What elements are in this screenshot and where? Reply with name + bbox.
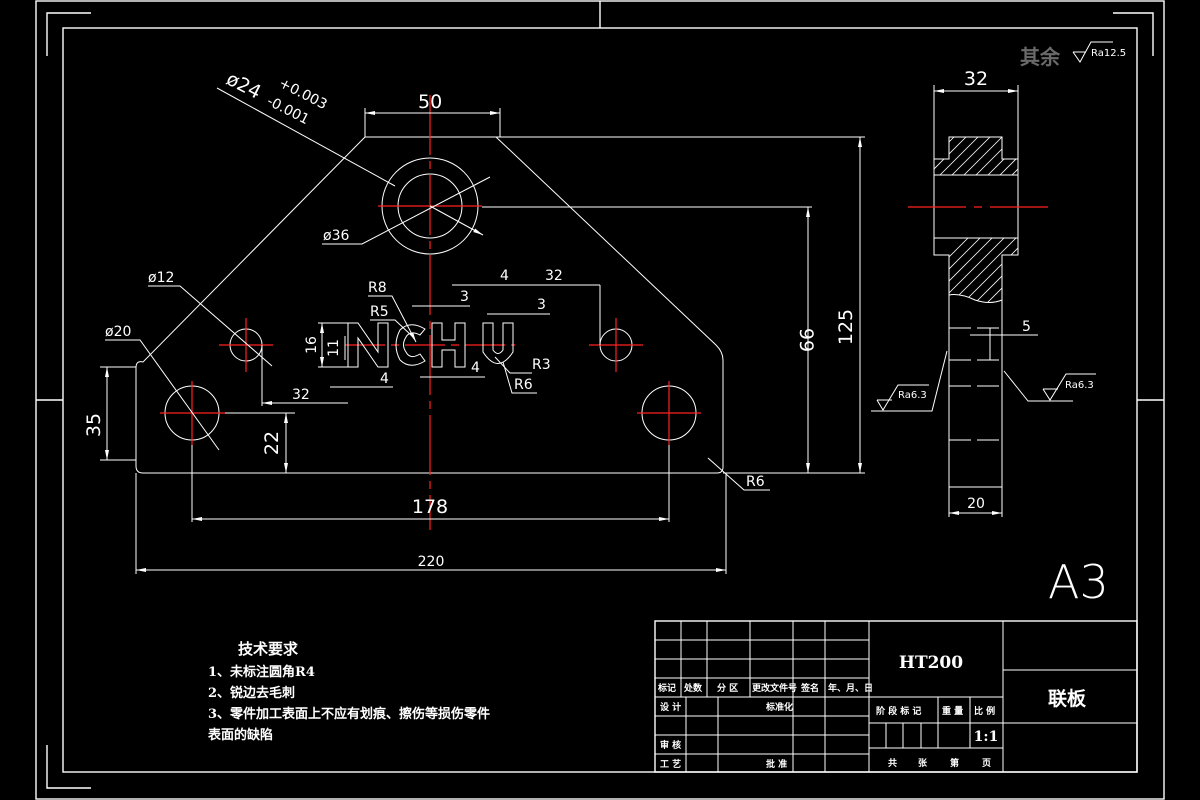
material: HT200: [899, 653, 963, 673]
section-bottom: [933, 237, 1019, 488]
dimension-label: Ra6.3: [898, 390, 927, 401]
dim-total-width: 220: [135, 473, 727, 574]
dimension-label: 工 艺: [660, 758, 681, 770]
dim-total-height: 125: [496, 136, 865, 474]
dimension-label: 设 计: [660, 701, 681, 713]
scale: 1:1: [974, 729, 999, 745]
sheet-frame: [35, 0, 1165, 800]
dimension-label: 22: [261, 431, 283, 455]
hatch-top: [934, 137, 1018, 175]
dimension-label: R6: [514, 377, 533, 393]
corner-mark-tl: [46, 12, 91, 56]
title-block: 标记 处数 分 区 更改文件号 签名 年、月、日 设 计 标准化 审 核 工 艺…: [654, 620, 1138, 773]
dimension-label: 处数: [683, 682, 703, 694]
finish-general-value: Ra12.5: [1091, 48, 1126, 59]
engraving-letters: [347, 322, 514, 368]
outer-border: [35, 0, 1165, 800]
dimension-label: R5: [370, 304, 389, 320]
dimension-label: 标记: [657, 682, 676, 694]
dim-small-hole: ø12: [148, 270, 273, 367]
dimension-label: 第: [950, 757, 959, 769]
dimension-label: ø36: [323, 228, 349, 244]
dimension-label: 张: [918, 757, 928, 769]
dimension-label: 3: [460, 289, 469, 305]
dim-center-height: 99: [482, 206, 817, 474]
dimension-label: 32: [545, 268, 563, 284]
dimension-label: ø24: [223, 68, 265, 104]
dimension-label: 35: [83, 413, 105, 437]
dimension-label: 4: [380, 371, 389, 387]
dim-hole-height: 22: [225, 412, 295, 473]
hatch-bottom: [934, 238, 1018, 303]
dimension-label: 阶 段 标 记: [876, 705, 921, 717]
dimension-label: 审 核: [660, 739, 681, 751]
front-view: 50 ø24 +0.003 -0.001 ø36 ø12 ø20: [83, 68, 865, 574]
dimension-label: 16: [304, 336, 320, 354]
dimension-label: 32: [292, 387, 310, 403]
corner-mark-bl: [46, 745, 91, 789]
dimension-label: 20: [967, 496, 985, 512]
dimension-label: 125: [835, 309, 857, 345]
dimension-label: 页: [982, 758, 991, 769]
letter-c: [395, 324, 426, 366]
tech-item: 2、锐边去毛刺: [208, 685, 295, 701]
dim-hole-offset: 32: [261, 345, 348, 406]
side-view: 32 5 20: [871, 68, 1096, 517]
finish-prefix: 其余: [1020, 45, 1061, 69]
dimension-label: 年、月、日: [828, 682, 873, 694]
dim-top-width: 50: [364, 91, 501, 137]
dimension-label: 批 准: [766, 758, 787, 770]
part-outline: [135, 136, 724, 474]
dimension-label: 4: [500, 268, 509, 284]
dim-boss-diameter: ø36: [322, 176, 491, 245]
sheet-size-label: A3: [1048, 555, 1109, 609]
dim-left-height: 35: [83, 366, 136, 461]
corner-mark-tr: [1113, 12, 1154, 56]
dimension-label: 更改文件号: [752, 682, 797, 694]
tech-title: 技术要求: [238, 640, 299, 658]
dimension-label: 5: [1022, 319, 1031, 335]
dimension-label: 11: [326, 339, 342, 357]
part-name: 联板: [1048, 687, 1087, 710]
tech-requirements: 技术要求 1、未标注圆角R4 2、锐边去毛刺 3、零件加工表面上不应有划痕、擦伤…: [207, 640, 490, 743]
dimension-label: 3: [537, 297, 546, 313]
dimension-label: Ra6.3: [1065, 380, 1094, 391]
tech-item: 1、未标注圆角R4: [208, 664, 315, 680]
dimension-label: R3: [532, 357, 551, 373]
dimension-label: 50: [418, 91, 442, 113]
dimension-label: 4: [471, 360, 480, 376]
letter-dimensions: R8 R5 R3 R6 16 11 4 4 4 32 3 3: [304, 268, 601, 394]
dim-hole-spacing: 178: [191, 445, 670, 522]
dimension-label: 重 量: [942, 705, 963, 717]
dimension-label: 32: [964, 68, 988, 90]
dimension-label: R6: [746, 474, 765, 490]
dimension-label: 标准化: [765, 701, 793, 713]
dimension-label: 220: [418, 554, 445, 570]
general-finish-note: 其余 Ra12.5: [1020, 41, 1126, 69]
dimension-label: 签名: [800, 682, 819, 694]
letter-u: [482, 322, 514, 364]
letter-h: [431, 322, 466, 368]
dim-corner-radius: R6: [707, 457, 770, 491]
dimension-label: 178: [412, 496, 448, 518]
dim-bore-tolerance: ø24 +0.003 -0.001: [216, 68, 484, 236]
dimension-label: ø20: [105, 324, 131, 340]
center-lines: [160, 95, 701, 530]
tech-item: 表面的缺陷: [207, 727, 273, 743]
dimension-label: R8: [368, 280, 387, 296]
dim-large-hole: ø20: [105, 324, 220, 451]
tech-item: 3、零件加工表面上不应有划痕、擦伤等损伤零件: [208, 706, 490, 722]
dimension-label: 共: [888, 757, 897, 769]
finish-right: Ra6.3: [1003, 370, 1096, 402]
dimension-label: 分 区: [717, 682, 738, 694]
finish-left: Ra6.3: [871, 350, 948, 412]
dimension-label: 99: [795, 328, 817, 352]
dimension-label: ø12: [148, 270, 174, 286]
letter-n: [347, 322, 389, 368]
dimension-label: 比 例: [974, 705, 995, 717]
